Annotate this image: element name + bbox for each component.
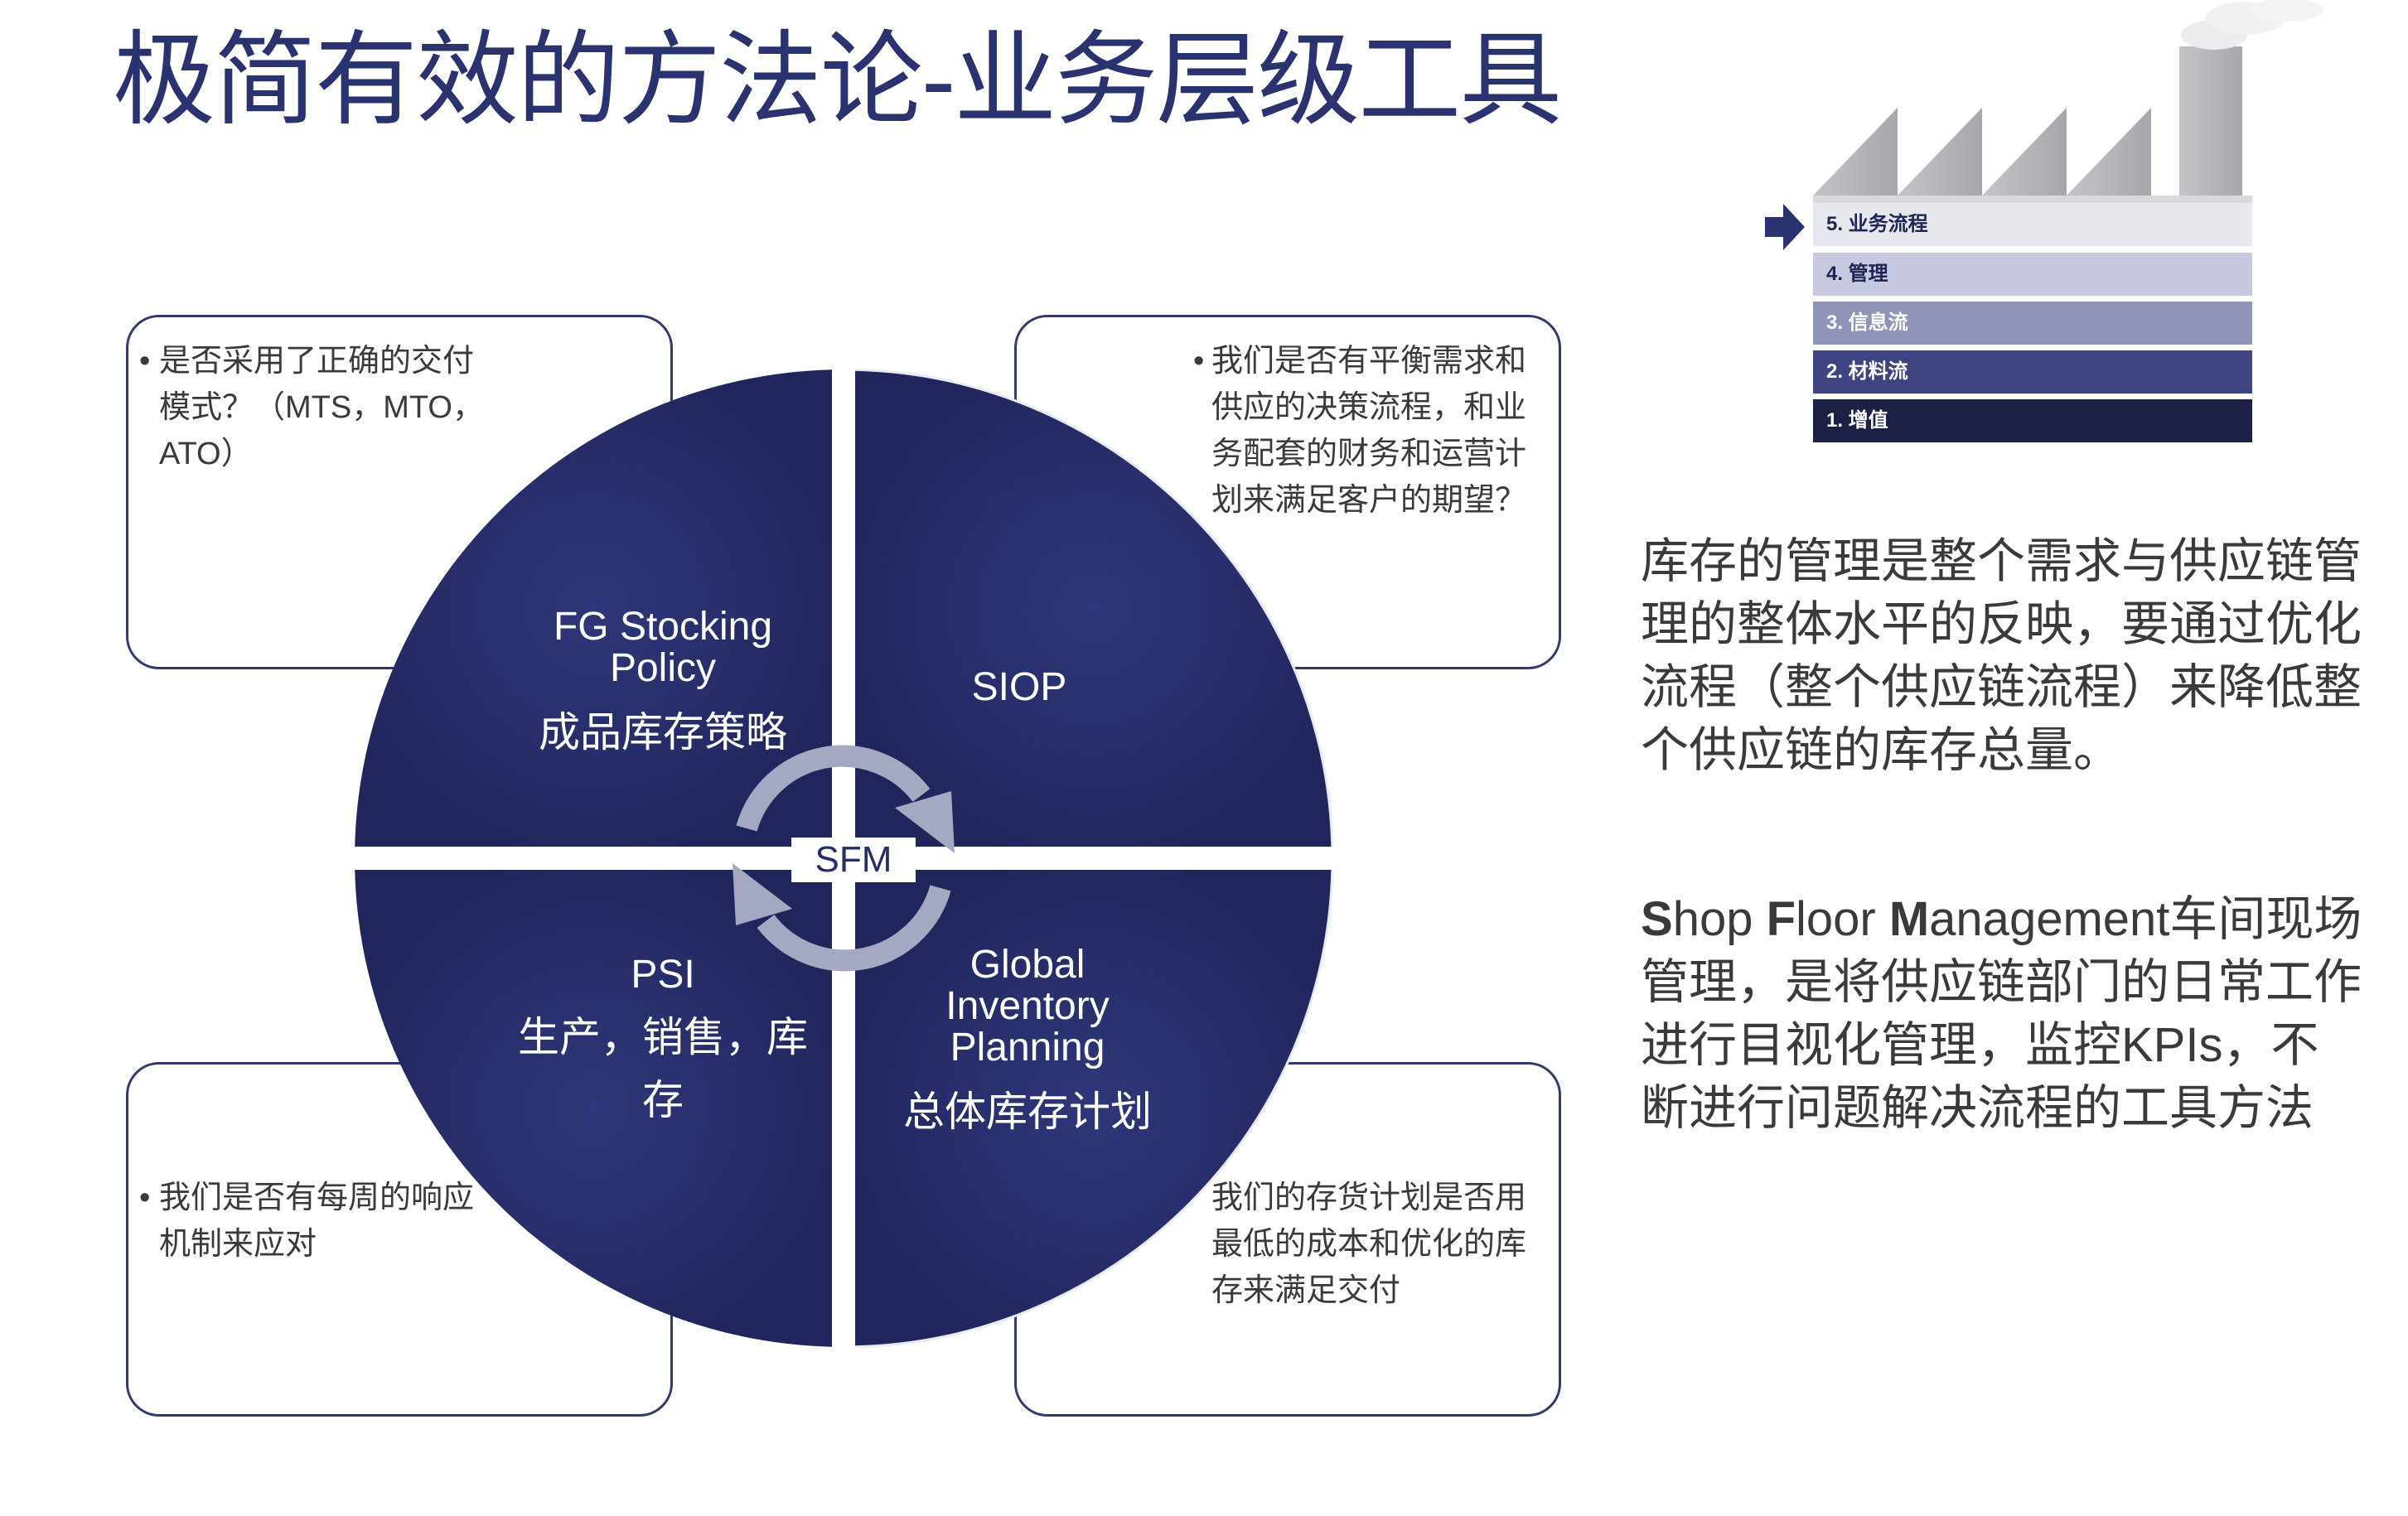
para-line: 库存的管理是整个需求与供应链管 (1641, 534, 2362, 588)
para-line: 流程（整个供应链流程）来降低整 (1641, 660, 2362, 714)
quadrant-bottom-right (855, 870, 1332, 1347)
note-line: 务配套的财务和运营计 (1211, 437, 1527, 471)
note-line: 是否采用了正确的交付 (159, 344, 475, 379)
quadrant-top-right (855, 369, 1332, 847)
quadrant-label-bottom-right: Global Inventory Planning 总体库存计划 (862, 944, 1193, 1143)
bullet-top-left: • (139, 344, 151, 379)
note-line: 划来满足客户的期望？ (1211, 483, 1527, 518)
note-line: 存来满足交付 (1211, 1273, 1401, 1308)
level-2-material-flow: 2. 材料流 (1813, 350, 2252, 393)
quad-en-line: Policy (609, 646, 717, 690)
para-text-part: loor (1796, 892, 1889, 946)
note-text-top-right: 我们是否有平衡需求和 供应的决策流程，和业 务配套的财务和运营计 划来满足客户的… (1211, 338, 1526, 524)
right-paragraph-inventory: 库存的管理是整个需求与供应链管 理的整体水平的反映，要通过优化 流程（整个供应链… (1641, 530, 2362, 782)
quad-en-line: SIOP (971, 665, 1067, 709)
cycle-arrows-icon (733, 745, 955, 972)
factory-icon (1813, 0, 2323, 204)
note-line: 模式？（MTS，MTO， (159, 390, 484, 425)
page-title: 极简有效的方法论-业务层级工具 (113, 23, 1562, 138)
para-line: 管理，是将供应链部门的日常工作 (1641, 955, 2362, 1009)
para-text-part: anagement车间现场 (1929, 892, 2362, 946)
level-1-value-added: 1. 增值 (1813, 399, 2252, 442)
note-line: 机制来应对 (159, 1227, 317, 1262)
para-bold-letter: S (1641, 892, 1673, 946)
para-bold-letter: M (1888, 892, 1930, 946)
quad-en-line: Global (969, 943, 1086, 987)
quadrant-label-bottom-left: PSI 生产，销售，库 存 (497, 954, 829, 1132)
arrow-right-icon (1765, 204, 1805, 250)
note-line: 我们是否有每周的响应 (159, 1180, 475, 1215)
right-paragraph-sfm: Shop Floor Management车间现场 管理，是将供应链部门的日常工… (1641, 888, 2362, 1140)
para-line-first: Shop Floor Management车间现场 (1641, 888, 2362, 951)
para-line: 进行目视化管理，监控KPIs，不 (1641, 1018, 2319, 1072)
note-line: 供应的决策流程，和业 (1211, 390, 1527, 425)
quadrant-label-top-right: SIOP (895, 667, 1144, 708)
note-text-top-left: 是否采用了正确的交付 模式？（MTS，MTO， ATO） (159, 338, 484, 477)
para-line: 理的整体水平的反映，要通过优化 (1641, 597, 2362, 651)
quad-en-line: Inventory (945, 984, 1110, 1028)
quad-en-line: FG Stocking (553, 605, 773, 649)
quad-cn-line: 存 (642, 1077, 684, 1123)
para-line: 个供应链的库存总量。 (1641, 723, 2122, 777)
level-4-management: 4. 管理 (1813, 253, 2252, 296)
note-line: 我们是否有平衡需求和 (1211, 344, 1527, 379)
note-text-bottom-left: 我们是否有每周的响应 机制来应对 (159, 1175, 474, 1267)
center-sfm-label: SFM (815, 839, 892, 880)
quad-en-line: Planning (950, 1026, 1105, 1069)
note-line: 我们的存货计划是否用 (1211, 1180, 1527, 1215)
quadrant-top-left (355, 369, 832, 847)
quad-cn-line: 生产，销售，库 (518, 1014, 808, 1060)
note-line: 最低的成本和优化的库 (1211, 1227, 1527, 1262)
quad-cn-line: 成品库存策略 (539, 709, 787, 756)
bullet-bottom-left: • (139, 1180, 151, 1215)
quad-cn-line: 总体库存计划 (903, 1089, 1152, 1135)
level-3-information-flow: 3. 信息流 (1813, 302, 2252, 345)
para-bold-letter: F (1766, 892, 1796, 946)
level-5-business-process: 5. 业务流程 (1813, 203, 2252, 246)
para-text-part: hop (1672, 892, 1767, 946)
quadrant-bottom-left (355, 870, 832, 1347)
bullet-top-right: • (1193, 344, 1205, 379)
quad-en-line: PSI (631, 953, 695, 997)
note-text-bottom-right: 我们的存货计划是否用 最低的成本和优化的库 存来满足交付 (1211, 1175, 1526, 1314)
para-line: 断进行问题解决流程的工具方法 (1641, 1081, 2314, 1135)
note-line: ATO） (159, 437, 253, 471)
quadrant-label-top-left: FG Stocking Policy 成品库存策略 (497, 606, 829, 764)
